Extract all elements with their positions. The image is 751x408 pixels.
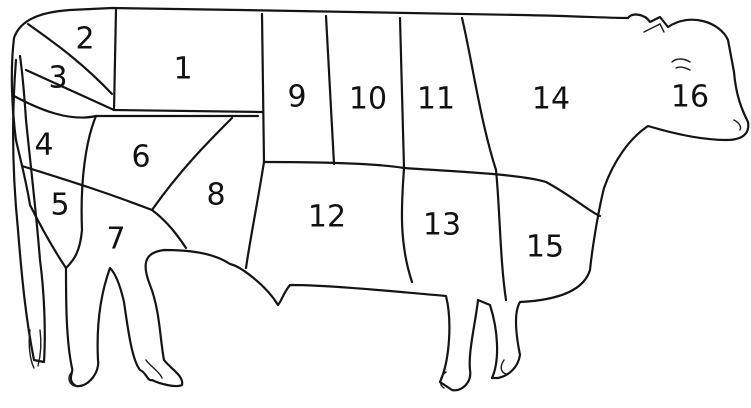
cow-ear xyxy=(644,24,664,32)
region-label-8: 8 xyxy=(206,178,225,213)
region-label-10: 10 xyxy=(349,82,387,117)
region-label-13: 13 xyxy=(423,208,461,243)
cow-tail xyxy=(13,56,45,362)
cow-hoof-rear xyxy=(69,360,162,386)
region-labels: 1 2 3 4 5 6 7 8 9 10 11 12 13 14 15 16 xyxy=(34,22,709,265)
region-label-7: 7 xyxy=(106,222,125,257)
region-label-14: 14 xyxy=(532,82,570,117)
region-label-9: 9 xyxy=(287,80,306,115)
region-label-15: 15 xyxy=(526,230,564,265)
region-label-11: 11 xyxy=(417,82,455,117)
cow-nostril xyxy=(734,120,741,130)
cut-lines xyxy=(14,10,600,300)
region-label-5: 5 xyxy=(50,188,69,223)
region-label-12: 12 xyxy=(308,200,346,235)
region-label-4: 4 xyxy=(34,128,53,163)
region-label-3: 3 xyxy=(48,61,67,96)
cow-eye xyxy=(672,59,690,70)
region-label-1: 1 xyxy=(173,52,192,87)
region-label-16: 16 xyxy=(671,80,709,115)
region-label-2: 2 xyxy=(75,22,94,57)
region-label-6: 6 xyxy=(131,140,150,175)
